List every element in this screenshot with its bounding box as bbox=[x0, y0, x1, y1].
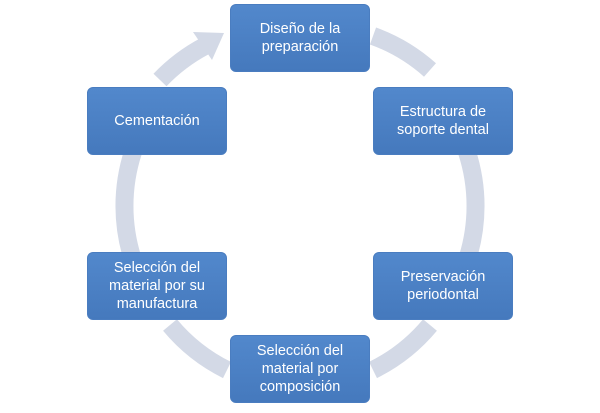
cycle-arrowhead bbox=[193, 32, 224, 60]
node-label: Selección del material por su manufactur… bbox=[109, 260, 205, 312]
ring-arc-top-right bbox=[369, 27, 436, 77]
node-label: Estructura de soporte dental bbox=[397, 104, 489, 138]
ring-arc-bottom-left bbox=[163, 319, 232, 379]
node-label: Selección del material por composición bbox=[256, 343, 344, 395]
node-estructura-soporte: Estructura de soporte dental bbox=[373, 87, 513, 155]
node-cementacion: Cementación bbox=[87, 87, 227, 155]
ring-arc-left bbox=[115, 149, 142, 263]
node-label: Cementación bbox=[114, 113, 200, 129]
node-preservacion-periodontal: Preservación periodontal bbox=[373, 252, 513, 320]
ring-arc-bottom-right bbox=[368, 319, 437, 379]
ring-arc-top-left bbox=[153, 38, 210, 87]
ring-arc-right bbox=[458, 149, 485, 263]
node-label: Preservación periodontal bbox=[400, 269, 486, 303]
node-seleccion-manufactura: Selección del material por su manufactur… bbox=[87, 252, 227, 320]
node-diseno-preparacion: Diseño de la preparación bbox=[230, 4, 370, 72]
node-seleccion-composicion: Selección del material por composición bbox=[230, 335, 370, 403]
node-label: Diseño de la preparación bbox=[259, 21, 341, 55]
